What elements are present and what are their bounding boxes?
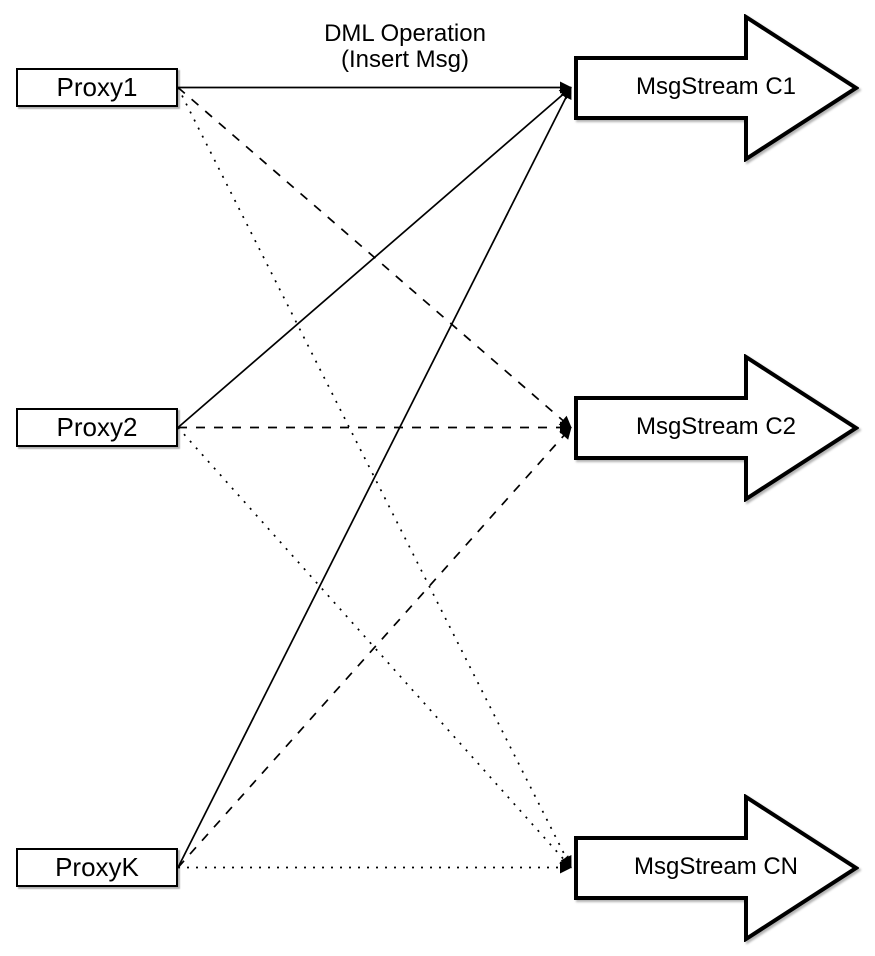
node-proxy1-label: Proxy1 — [56, 72, 138, 102]
node-proxyk: ProxyK — [16, 848, 178, 887]
edge-proxyK-to-c2 — [177, 426, 572, 869]
node-msgstream-c2-label: MsgStream C2 — [635, 412, 797, 440]
node-msgstream-cn-label: MsgStream CN — [633, 852, 799, 880]
edge-proxy1-to-cn — [177, 87, 572, 869]
node-msgstream-c1-label: MsgStream C1 — [635, 72, 797, 100]
node-proxy2-label: Proxy2 — [56, 412, 138, 442]
node-proxy1: Proxy1 — [16, 68, 178, 107]
block-arrow-icon — [574, 14, 859, 162]
node-proxyk-label: ProxyK — [55, 852, 139, 882]
diagram-title: DML Operation (Insert Msg) — [280, 21, 530, 73]
node-msgstream-c2: MsgStream C2 — [573, 354, 859, 502]
node-msgstream-c1: MsgStream C1 — [573, 14, 859, 162]
diagram-title-line2: (Insert Msg) — [340, 46, 469, 73]
node-proxy2: Proxy2 — [16, 408, 178, 447]
edge-proxy1-to-c2 — [177, 86, 572, 429]
block-arrow-icon — [574, 794, 859, 942]
node-msgstream-cn: MsgStream CN — [573, 794, 859, 942]
block-arrow-icon — [574, 354, 859, 502]
diagram-title-line1: DML Operation — [324, 20, 486, 47]
edge-proxyK-to-c1 — [177, 86, 572, 868]
